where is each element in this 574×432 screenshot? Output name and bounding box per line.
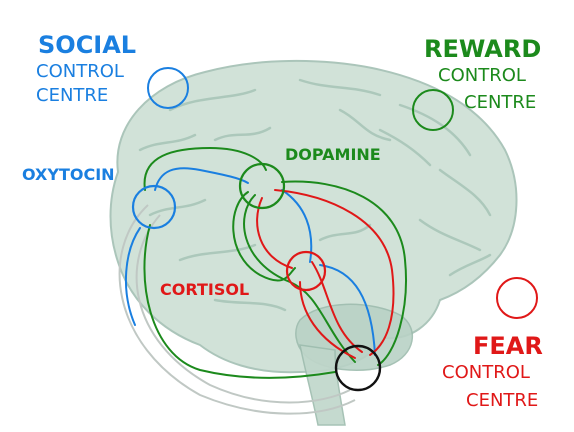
social-control-text: CONTROL (36, 61, 124, 82)
limbic-outline (118, 204, 356, 415)
blue-pathway-oxytocin-dopamine (154, 167, 249, 191)
fear-control-text: CONTROL (442, 362, 530, 383)
green-pathway-oxytocin-dopamine (143, 146, 267, 191)
social-legend-circle (147, 67, 189, 109)
green-pathway-oxytocin-fear (143, 224, 336, 379)
fear-centre-text: CENTRE (466, 390, 539, 411)
oxytocin-label: OXYTOCIN (22, 165, 115, 184)
reward-title: REWARD (424, 35, 542, 63)
cortisol-node-circle (285, 250, 327, 292)
red-pathway-dopamine-fear (274, 189, 395, 356)
green-pathway-dopamine-fear-outer (281, 180, 407, 366)
fear-node-circle (334, 344, 382, 392)
reward-legend-circle (412, 89, 454, 131)
fear-legend-circle (496, 277, 538, 319)
red-pathway-dopamine-cortisol (256, 197, 293, 269)
blue-pathway-oxytocin-down (125, 227, 141, 326)
reward-control-text: CONTROL (438, 65, 526, 86)
cortisol-label: CORTISOL (160, 280, 250, 299)
fear-title: FEAR (473, 332, 543, 360)
social-centre-text: CENTRE (36, 85, 109, 106)
brain-background (109, 59, 518, 426)
brain-outline (109, 59, 518, 374)
dopamine-node-circle (238, 162, 286, 210)
red-pathway-cortisol-link (311, 261, 363, 353)
oxytocin-node-circle (131, 184, 177, 230)
brain-folds (138, 78, 492, 312)
blue-pathway-cortisol-fear (319, 264, 376, 356)
reward-centre-text: CENTRE (464, 92, 537, 113)
dopamine-label: DOPAMINE (285, 145, 381, 164)
social-title: SOCIAL (38, 31, 137, 59)
